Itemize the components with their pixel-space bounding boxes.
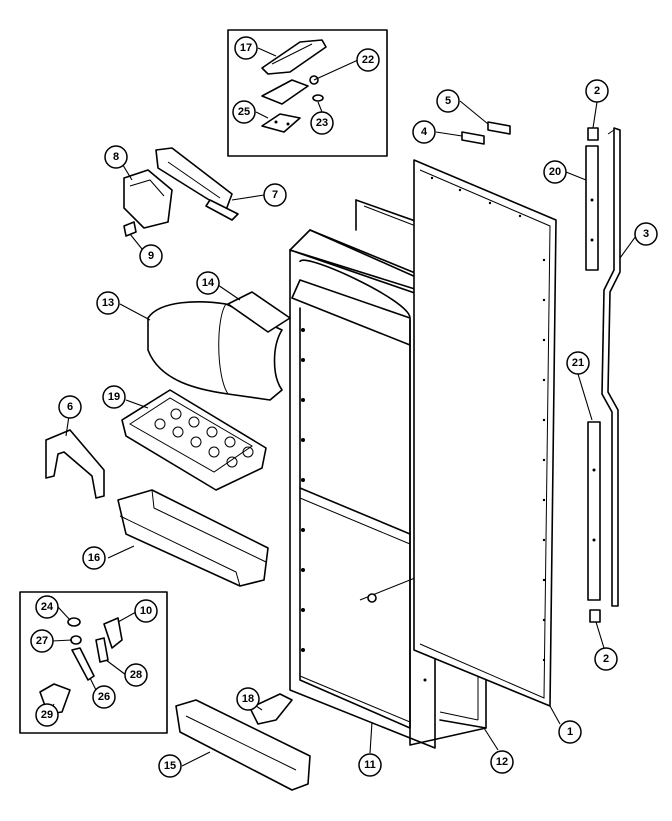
- svg-text:2: 2: [594, 85, 600, 97]
- svg-text:15: 15: [164, 760, 176, 772]
- callout-18: 18: [236, 687, 260, 711]
- inset-box-bottom: [19, 591, 168, 734]
- callout-4: 4: [412, 120, 436, 144]
- callout-23: 23: [310, 111, 334, 135]
- callout-6: 6: [58, 395, 82, 419]
- svg-text:8: 8: [113, 151, 119, 163]
- svg-text:25: 25: [238, 106, 250, 118]
- callout-20: 20: [543, 160, 567, 184]
- svg-text:3: 3: [643, 228, 649, 240]
- svg-text:13: 13: [102, 297, 114, 309]
- svg-text:6: 6: [67, 401, 73, 413]
- callout-12: 12: [490, 750, 514, 774]
- svg-text:2: 2: [603, 653, 609, 665]
- part-18-clip: [249, 693, 293, 725]
- part-19-ice-tray: [121, 389, 267, 491]
- svg-text:5: 5: [445, 95, 451, 107]
- svg-text:27: 27: [36, 635, 48, 647]
- callout-15: 15: [158, 754, 182, 778]
- svg-text:11: 11: [364, 759, 376, 771]
- svg-text:4: 4: [421, 126, 428, 138]
- part-3-handle-rail: [601, 127, 621, 607]
- callout-19: 19: [102, 385, 126, 409]
- callout-21: 21: [566, 351, 590, 375]
- svg-text:20: 20: [549, 166, 561, 178]
- callout-17: 17: [234, 36, 258, 60]
- svg-text:22: 22: [362, 54, 374, 66]
- callout-26: 26: [92, 685, 116, 709]
- part-20-trim: [585, 145, 599, 271]
- callout-28: 28: [124, 663, 148, 687]
- part-22-plate: [261, 79, 309, 105]
- part-4-label: [461, 131, 485, 145]
- callout-2-bottom: 2: [594, 647, 618, 671]
- part-5-label: [487, 121, 511, 135]
- part-23-washer: [312, 94, 324, 102]
- svg-text:14: 14: [202, 277, 215, 289]
- callout-1: 1: [558, 720, 582, 744]
- part-10-bracket: [103, 617, 123, 649]
- svg-text:1: 1: [567, 726, 573, 738]
- callout-29: 29: [35, 703, 59, 727]
- svg-text:26: 26: [98, 691, 110, 703]
- svg-text:18: 18: [242, 693, 254, 705]
- callout-22: 22: [356, 48, 380, 72]
- part-15-bar: [175, 699, 311, 791]
- callout-8: 8: [104, 145, 128, 169]
- callout-3: 3: [634, 222, 658, 246]
- svg-text:24: 24: [41, 601, 54, 613]
- svg-text:17: 17: [240, 42, 252, 54]
- part-14-shelf: [227, 291, 291, 333]
- part-24-nut: [67, 617, 81, 627]
- part-16-bin: [117, 489, 269, 587]
- svg-text:29: 29: [41, 709, 53, 721]
- part-2-cap-top: [587, 127, 599, 141]
- part-9-clip: [123, 221, 137, 237]
- callout-5: 5: [436, 89, 460, 113]
- callout-27: 27: [30, 629, 54, 653]
- part-25-plate: [261, 113, 301, 133]
- callout-13: 13: [96, 291, 120, 315]
- svg-text:28: 28: [130, 669, 142, 681]
- part-6-bracket: [45, 429, 105, 499]
- svg-text:7: 7: [272, 189, 278, 201]
- svg-text:23: 23: [316, 117, 328, 129]
- svg-text:16: 16: [88, 552, 100, 564]
- part-1-door-panel: [413, 159, 557, 707]
- part-28-spacer: [95, 637, 109, 663]
- svg-text:12: 12: [496, 756, 508, 768]
- callout-9: 9: [139, 244, 163, 268]
- part-17-bracket: [261, 39, 327, 75]
- part-21-trim: [587, 421, 601, 601]
- callout-25: 25: [232, 100, 256, 124]
- callout-11: 11: [358, 753, 382, 777]
- part-26-screw: [71, 647, 95, 681]
- callout-7: 7: [263, 183, 287, 207]
- svg-text:9: 9: [148, 250, 154, 262]
- callouts: 17 22 25 23 5 4 2 20 3 21 2 1 12 11 8 7 …: [30, 36, 658, 778]
- callout-16: 16: [82, 546, 106, 570]
- callout-24: 24: [35, 595, 59, 619]
- part-27-washer: [70, 635, 82, 645]
- inset-box-top: [227, 29, 388, 157]
- svg-text:21: 21: [572, 357, 584, 369]
- callout-2-top: 2: [585, 79, 609, 103]
- svg-text:19: 19: [108, 391, 120, 403]
- part-2-cap-bottom: [589, 609, 601, 623]
- callout-14: 14: [196, 271, 220, 295]
- callout-10: 10: [134, 599, 158, 623]
- svg-text:10: 10: [140, 605, 152, 617]
- part-13-cover: [147, 301, 283, 401]
